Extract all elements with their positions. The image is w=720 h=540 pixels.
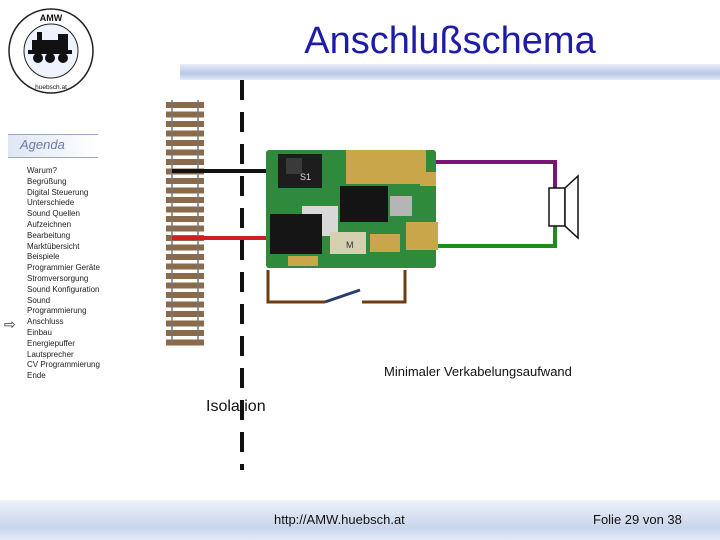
locomotive-icon	[28, 32, 72, 63]
agenda-item[interactable]: Warum?	[27, 166, 57, 175]
agenda-item[interactable]: Sound	[27, 295, 51, 305]
title-bar	[180, 64, 720, 80]
speaker-icon	[548, 174, 579, 240]
track-sleeper	[166, 111, 204, 118]
agenda-item[interactable]: Unterschiede	[27, 198, 75, 208]
track-sleeper	[166, 178, 204, 184]
track-sleeper	[166, 330, 204, 336]
switch-icon	[320, 288, 370, 308]
track-sleeper	[166, 263, 204, 270]
page-title: Anschlußschema	[304, 20, 596, 62]
track-sleeper	[166, 197, 204, 203]
track-sleeper	[166, 225, 204, 232]
track-sleeper	[166, 187, 204, 194]
slide-number: Folie 29 von 38	[593, 512, 682, 527]
track-sleeper	[166, 140, 204, 146]
svg-text:S1: S1	[300, 172, 311, 182]
agenda-item[interactable]: Aufzeichnen	[27, 219, 72, 229]
agenda-item[interactable]: Beispiele	[27, 252, 60, 262]
agenda-item[interactable]: Bearbeitung	[27, 230, 71, 240]
track-sleeper	[166, 282, 204, 289]
agenda-item[interactable]: Stromversorgung	[27, 273, 89, 283]
track-icon	[166, 100, 204, 346]
footer-url: http://AMW.huebsch.at	[274, 512, 405, 527]
track-sleeper	[166, 149, 204, 156]
agenda-item[interactable]: Ende	[27, 371, 46, 381]
agenda-header	[8, 134, 98, 158]
agenda-item[interactable]: Energiepuffer	[27, 338, 75, 348]
track-sleeper	[166, 216, 204, 222]
agenda-item[interactable]: Lautsprecher	[27, 349, 74, 359]
wire-green	[420, 222, 557, 248]
amw-logo: AMW huebsch.at	[8, 8, 94, 94]
agenda-item[interactable]: Programmierung	[27, 306, 87, 316]
track-sleeper	[166, 311, 204, 317]
track-sleeper	[166, 301, 204, 308]
agenda-item[interactable]: Sound Quellen	[27, 209, 80, 219]
track-sleeper	[166, 320, 204, 327]
track-sleeper	[166, 244, 204, 251]
agenda-item[interactable]: Digital Steuerung	[27, 187, 89, 197]
wire-purple	[420, 160, 557, 192]
track-sleeper	[166, 273, 204, 279]
track-sleeper	[166, 254, 204, 260]
agenda-item[interactable]: Einbau	[27, 327, 52, 337]
track-sleeper	[166, 339, 204, 346]
agenda-item[interactable]: Anschluss	[27, 317, 64, 327]
agenda-item[interactable]: CV Programmierung	[27, 360, 100, 370]
footer-bar	[0, 500, 720, 540]
track-sleeper	[166, 121, 204, 127]
current-item-arrow-icon: ⇨	[4, 316, 16, 332]
agenda-item[interactable]: Programmier Geräte	[27, 263, 100, 273]
track-sleepers	[166, 102, 204, 346]
agenda-item[interactable]: Sound Konfiguration	[27, 284, 100, 294]
svg-text:M: M	[346, 240, 354, 250]
track-sleeper	[166, 292, 204, 298]
diagram-caption: Minimaler Verkabelungsaufwand	[384, 364, 572, 379]
isolation-label: Isolation	[206, 398, 266, 415]
svg-text:AMW: AMW	[40, 13, 63, 23]
svg-text:huebsch.at: huebsch.at	[35, 84, 67, 91]
track-sleeper	[166, 206, 204, 213]
track-sleeper	[166, 130, 204, 137]
agenda-item[interactable]: Marktübersicht	[27, 241, 80, 251]
agenda-item[interactable]: Begrüßung	[27, 176, 67, 186]
decoder-board-icon	[266, 150, 438, 268]
track-sleeper	[166, 102, 204, 108]
track-sleeper	[166, 159, 204, 165]
agenda-title: Agenda	[20, 137, 65, 152]
